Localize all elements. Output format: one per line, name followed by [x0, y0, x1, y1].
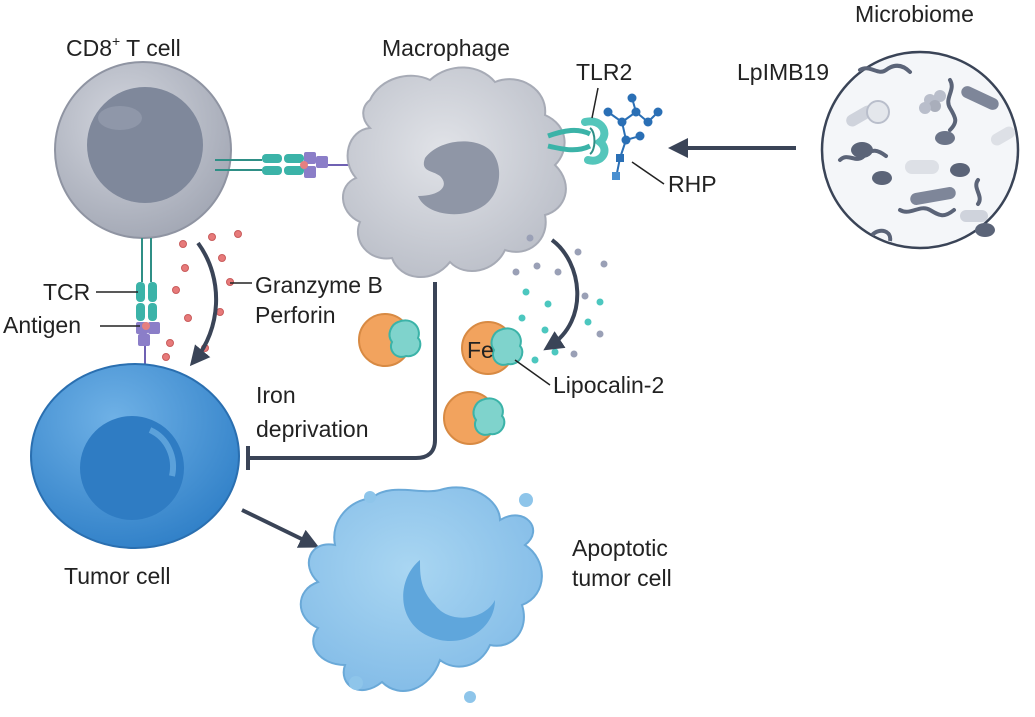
iron-deprivation-label-2: deprivation: [256, 416, 369, 442]
granzyme-arrow: [189, 241, 218, 367]
apoptotic-nucleus: [403, 560, 495, 642]
apoptotic-tumor-cell: [299, 486, 543, 703]
antigen-label: Antigen: [3, 312, 81, 338]
macrophage-label: Macrophage: [382, 35, 510, 61]
tumor-cell: [30, 363, 240, 549]
granzyme-label: Granzyme B: [255, 272, 383, 298]
macrophage-nucleus: [418, 141, 500, 215]
macrophage: [342, 66, 567, 278]
tcell-macrophage-receptor: [215, 152, 350, 178]
iron-lipocalin-complex-3: [443, 391, 506, 445]
tcr-antigen-complex: [136, 238, 160, 372]
strain-label: LpIMB19: [737, 59, 829, 85]
iron-deprivation-label-1: Iron: [256, 382, 296, 408]
rhp-label: RHP: [668, 171, 717, 197]
cd8-t-cell-nucleus: [87, 87, 203, 203]
apoptotic-label-2: tumor cell: [572, 565, 672, 591]
apoptotic-label-1: Apoptotic: [572, 535, 668, 561]
lipocalin-dots: [512, 234, 608, 364]
tumor-cell-nucleus: [80, 416, 184, 520]
iron-lipocalin-complex-1: [358, 313, 422, 367]
cd8-t-cell: [54, 61, 232, 239]
lipocalin-label: Lipocalin-2: [553, 372, 664, 398]
apoptosis-arrow: [241, 508, 320, 548]
iron-deprivation-inhibition: [248, 282, 437, 460]
cd8-t-cell-label: CD8+ T cell: [66, 33, 181, 61]
microbiome-label: Microbiome: [855, 1, 974, 27]
iron-lipocalin-complex-2: [461, 321, 524, 375]
microbiome-circle: [820, 50, 1020, 250]
lipocalin-arrow: [543, 238, 580, 351]
tumor-cell-label: Tumor cell: [64, 563, 171, 589]
rhp-molecule: [603, 93, 663, 180]
fe-label: Fe: [467, 337, 494, 363]
perforin-label: Perforin: [255, 302, 336, 328]
tcr-label: TCR: [43, 279, 90, 305]
tlr2-receptor: [547, 117, 609, 165]
tlr2-label: TLR2: [576, 59, 632, 85]
